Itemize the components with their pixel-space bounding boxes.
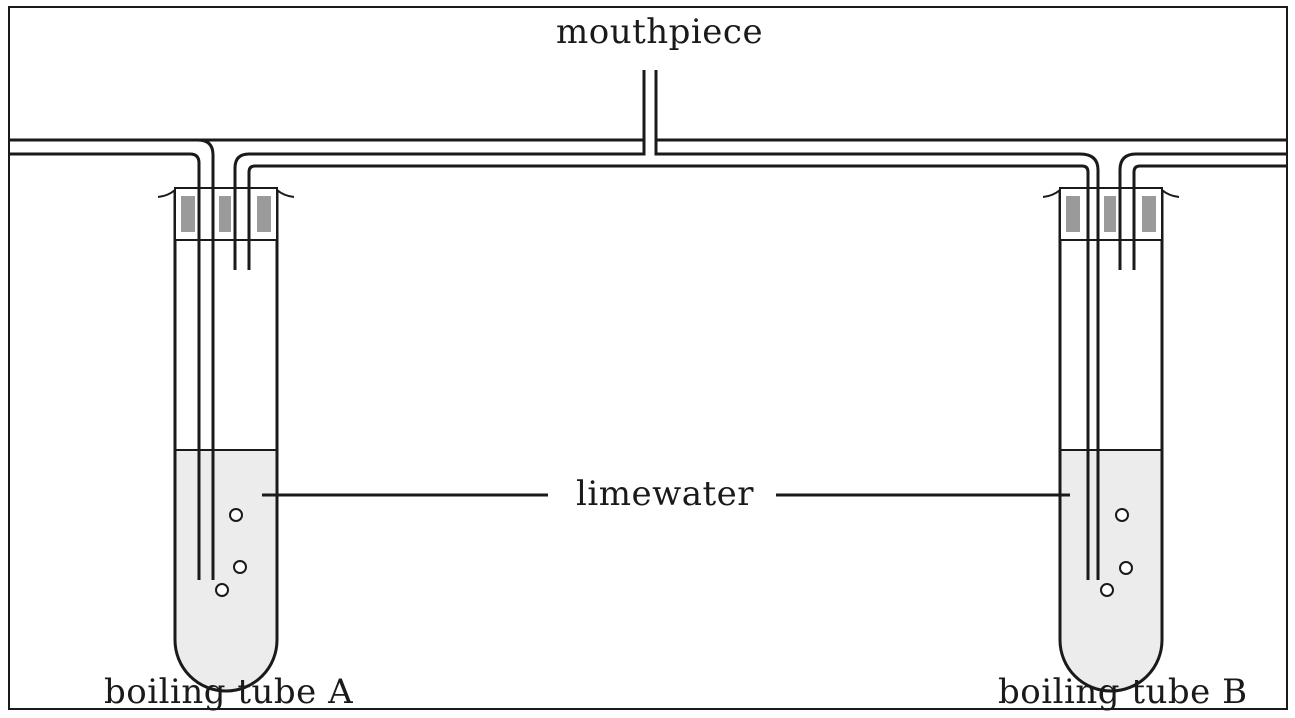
tube-a-lip-right bbox=[276, 189, 295, 198]
mouthpiece-tube bbox=[642, 70, 658, 140]
tube-a-lip-left bbox=[157, 189, 176, 198]
boiling-tube-b-label: boiling tube B bbox=[998, 672, 1248, 712]
stopper-a bbox=[174, 187, 278, 241]
boiling-tube-a-label: boiling tube A bbox=[104, 672, 354, 712]
boiling-tube-b bbox=[1058, 190, 1164, 693]
mouthpiece-label: mouthpiece bbox=[556, 12, 764, 52]
bubbles-a bbox=[215, 508, 247, 597]
limewater-liquid-a bbox=[175, 450, 277, 691]
boiling-tube-a bbox=[173, 190, 279, 693]
stopper-b bbox=[1059, 187, 1163, 241]
bubbles-b bbox=[1100, 508, 1133, 597]
delivery-tubing bbox=[10, 138, 1288, 580]
tube-b-lip-right bbox=[1161, 189, 1180, 198]
limewater-liquid-b bbox=[1060, 450, 1162, 691]
limewater-label: limewater bbox=[574, 474, 757, 514]
tube-b-lip-left bbox=[1042, 189, 1061, 198]
